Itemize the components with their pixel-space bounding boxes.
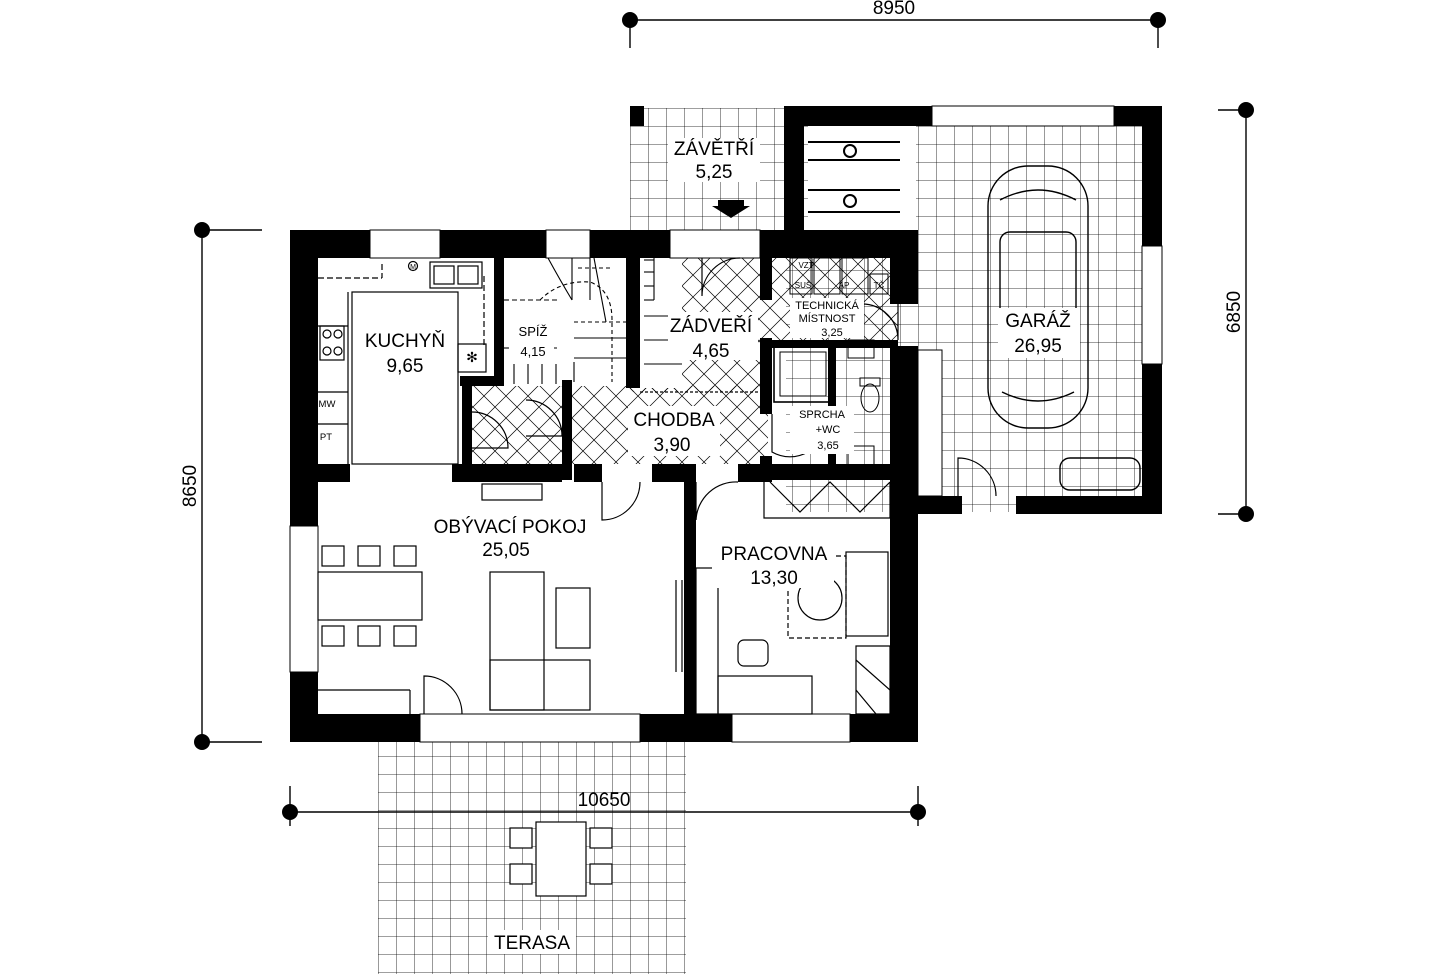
kitchen-sink — [429, 261, 483, 289]
entrance-arrow-icon — [712, 200, 750, 218]
room-sprcha-name-1: SPRCHA — [799, 409, 846, 421]
cooktop — [319, 325, 345, 361]
bike-rack-icon — [808, 141, 900, 213]
fridge — [457, 343, 487, 373]
room-zadveri-area: 4,65 — [693, 341, 730, 362]
room-kuchyn-area: 9,65 — [387, 356, 424, 377]
ap-label: AP — [839, 281, 850, 290]
dimension-left: 8650 — [180, 465, 201, 507]
mw-label: MW — [319, 399, 336, 410]
vzt-label: VZT — [798, 261, 813, 270]
study-sofa — [845, 551, 889, 637]
room-sprcha-area: 3,65 — [817, 440, 838, 452]
room-technicka-area: 3,25 — [821, 327, 842, 339]
m-label: M — [410, 264, 416, 271]
kitchen-island — [351, 291, 459, 465]
fridge-icon: ✻ — [466, 349, 478, 365]
terrace-table — [509, 821, 613, 897]
desk — [717, 675, 813, 715]
room-chodba-area: 3,90 — [654, 435, 691, 456]
tv-unit — [481, 483, 543, 501]
room-spiz-area: 4,15 — [520, 344, 545, 359]
room-sprcha-name-2: +WC — [816, 424, 841, 436]
room-technicka-name-1: TECHNICKÁ — [795, 299, 859, 312]
dimension-top: 8950 — [873, 0, 915, 19]
room-spiz-name: SPÍŽ — [519, 324, 548, 339]
walls — [290, 106, 1162, 742]
pt-label: PT — [320, 432, 332, 443]
room-labels: ZÁVĚTŘÍ 5,25 KUCHYŇ 9,65 SPÍŽ 4,15 ZÁDVE… — [358, 138, 1080, 954]
dimension-bottom: 10650 — [578, 790, 631, 811]
coffee-table — [555, 587, 591, 649]
chodba-floor — [462, 386, 768, 464]
dimension-lines — [201, 19, 1247, 826]
room-pracovna-name: PRACOVNA — [721, 544, 828, 565]
room-chodba-name: CHODBA — [633, 410, 715, 431]
tc-label: TČ — [874, 281, 885, 290]
room-zavetri-name: ZÁVĚTŘÍ — [674, 138, 755, 160]
room-pracovna-area: 13,30 — [750, 568, 798, 589]
room-technicka-name-2: MÍSTNOST — [799, 312, 856, 325]
dimension-right: 6850 — [1224, 291, 1245, 333]
room-terasa-name: TERASA — [494, 933, 570, 954]
room-zadveri-name: ZÁDVEŘÍ — [670, 315, 753, 337]
dining-table — [317, 571, 423, 621]
room-kuchyn-name: KUCHYŇ — [365, 330, 445, 352]
room-zavetri-area: 5,25 — [696, 162, 733, 183]
room-obyvaci-name: OBÝVACÍ POKOJ — [434, 517, 587, 538]
room-garaz-area: 26,95 — [1014, 336, 1062, 357]
sus-label: SUŠ — [795, 281, 811, 290]
sofa — [489, 571, 545, 711]
room-garaz-name: GARÁŽ — [1005, 310, 1071, 332]
room-obyvaci-area: 25,05 — [482, 540, 530, 561]
